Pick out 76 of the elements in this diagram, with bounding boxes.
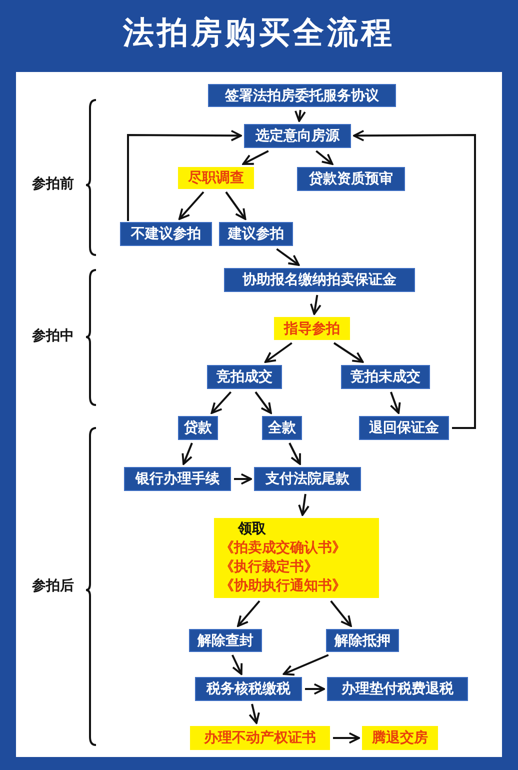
arrow	[330, 600, 352, 627]
phase-label: 参拍中	[32, 327, 74, 345]
highlight-box	[362, 726, 438, 750]
arrow	[254, 391, 272, 414]
process-box	[189, 629, 262, 652]
step-text: 税务核税缴税	[206, 680, 290, 698]
process-box	[262, 416, 302, 440]
process-box	[297, 167, 405, 191]
arrow	[353, 130, 476, 429]
arrow	[248, 704, 260, 724]
process-box	[195, 677, 302, 701]
arrow	[225, 191, 246, 220]
highlight-box	[178, 167, 254, 189]
arrow	[298, 494, 310, 516]
process-box	[207, 365, 282, 389]
arrow	[178, 191, 204, 220]
step-text: 竞拍未成交	[350, 368, 420, 386]
arrow	[390, 392, 401, 414]
arrow	[264, 342, 292, 363]
arrow	[294, 110, 306, 122]
step-text: 《执行裁定书》	[220, 558, 318, 577]
step-text: 全款	[268, 419, 296, 437]
arrow	[234, 473, 252, 485]
arrow	[242, 150, 269, 165]
step-text: 指导参拍	[284, 320, 340, 338]
step-text: 办理垫付税费退税	[342, 680, 454, 698]
arrow	[231, 654, 243, 675]
highlight-box	[214, 518, 379, 598]
step-text: 选定意向房源	[256, 127, 340, 145]
process-box	[124, 467, 231, 491]
step-text: 竞拍成交	[216, 368, 272, 386]
arrow	[305, 683, 325, 695]
arrow	[333, 342, 364, 363]
step-text: 协助报名缴纳拍卖保证金	[242, 271, 396, 289]
arrow	[288, 442, 301, 465]
process-box	[341, 365, 430, 389]
step-text: 《协助执行通知书》	[220, 577, 346, 596]
phase-label: 参拍后	[32, 577, 74, 595]
step-text: 解除抵押	[334, 632, 390, 650]
arrow	[316, 150, 334, 165]
arrow	[282, 654, 329, 676]
arrow	[182, 442, 193, 465]
highlight-box	[274, 317, 350, 340]
arrow	[276, 248, 300, 266]
step-text: 贷款	[184, 419, 212, 437]
highlight-box	[190, 726, 330, 750]
step-text: 尽职调查	[188, 169, 244, 187]
process-box	[326, 629, 399, 652]
step-text: 签署法拍房委托服务协议	[225, 86, 379, 104]
arrow	[127, 130, 242, 221]
arrow	[333, 732, 360, 744]
process-box	[244, 124, 351, 148]
step-text: 退回保证金	[369, 419, 439, 437]
process-box	[224, 268, 415, 292]
arrow	[237, 600, 260, 627]
step-text: 腾退交房	[372, 729, 428, 747]
step-text: 建议参拍	[228, 225, 284, 243]
step-text: 办理不动产权证书	[204, 729, 316, 747]
process-box	[327, 677, 468, 701]
phase-label: 参拍前	[32, 175, 74, 193]
arrow	[210, 391, 232, 414]
process-box	[359, 416, 449, 440]
process-box	[254, 467, 361, 491]
step-text: 贷款资质预审	[309, 170, 393, 188]
process-box	[178, 416, 218, 440]
step-text: 不建议参拍	[131, 225, 201, 243]
process-box	[208, 84, 396, 107]
step-text: 支付法院尾款	[266, 470, 350, 488]
arrow	[310, 294, 322, 315]
process-box	[219, 222, 293, 246]
step-text: 解除查封	[198, 632, 254, 650]
step-text: 领取	[236, 520, 266, 539]
step-text: 银行办理手续	[136, 470, 220, 488]
step-text: 《拍卖成交确认书》	[220, 539, 346, 558]
process-box	[120, 222, 212, 246]
title: 法拍房购买全流程	[122, 14, 396, 53]
